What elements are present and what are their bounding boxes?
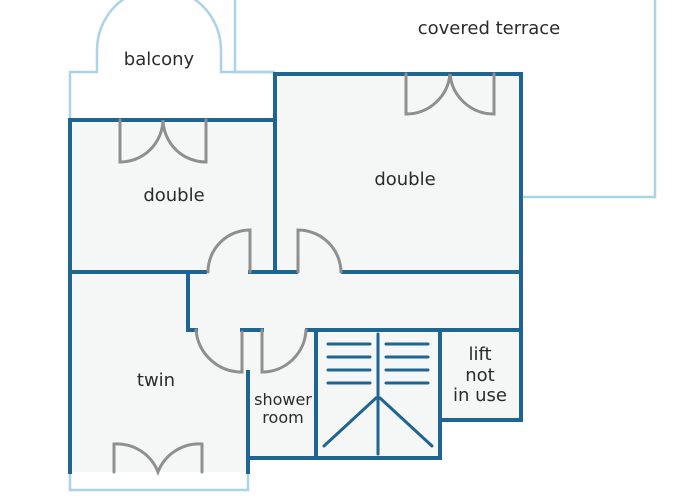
room-labels: covered terrace balcony double double tw…: [124, 18, 560, 427]
terrace-double-door: [404, 72, 496, 116]
right-double-walls: [273, 72, 523, 332]
balcony-label: balcony: [124, 49, 195, 70]
right-double-door: [296, 228, 343, 274]
outdoor-outlines: [68, 0, 657, 492]
balcony-outline: [68, 0, 275, 118]
lift-label-line2: not: [465, 365, 494, 386]
stair-walls: [314, 328, 442, 460]
double-left-label: double: [143, 185, 204, 206]
covered-terrace-label: covered terrace: [418, 18, 560, 39]
twin-double-door: [112, 442, 204, 477]
doors: [112, 72, 496, 477]
walls: [68, 72, 523, 474]
left-double-door: [206, 228, 252, 274]
double-right-label: double: [374, 169, 435, 190]
lift-label-line3: in use: [453, 385, 507, 406]
twin-door: [194, 328, 244, 374]
lower-outline: [68, 472, 250, 492]
shower-door: [260, 328, 308, 374]
balcony-double-door: [118, 118, 208, 164]
room-floors: [70, 74, 521, 472]
corridor-left-wall: [186, 270, 198, 332]
shower-room-label-line2: room: [262, 408, 303, 427]
shower-room-label-line1: shower: [254, 390, 312, 409]
lift-label-line1: lift: [468, 344, 491, 365]
twin-label: twin: [137, 370, 175, 391]
staircase: [322, 332, 434, 456]
lift-walls: [438, 328, 523, 422]
